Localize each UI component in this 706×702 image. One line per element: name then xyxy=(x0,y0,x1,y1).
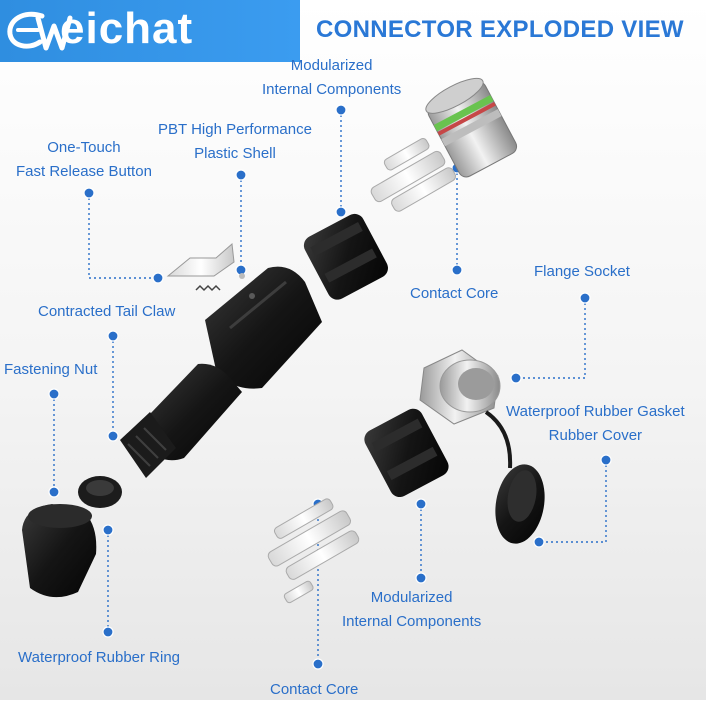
label-modularized-bottom: Modularized Internal Components xyxy=(342,586,481,634)
bottom-black-insert xyxy=(364,408,449,498)
label-line: PBT High Performance xyxy=(158,121,312,138)
tail-claw xyxy=(120,363,242,478)
label-line: One-Touch xyxy=(47,139,121,156)
top-black-insert xyxy=(303,213,388,300)
label-rubber-ring: Waterproof Rubber Ring xyxy=(18,649,181,666)
brand-band: eichat xyxy=(0,0,300,62)
leader-dots xyxy=(48,104,612,670)
label-line: Internal Components xyxy=(342,613,482,630)
label-flange-socket: Flange Socket xyxy=(534,263,630,280)
label-tail-claw: Contracted Tail Claw xyxy=(38,303,176,320)
release-button-parts xyxy=(166,242,245,292)
rubber-ring xyxy=(78,476,122,508)
label-line: Internal Components xyxy=(262,81,402,98)
top-metal-receptacle xyxy=(425,77,518,178)
flange-socket xyxy=(419,349,501,425)
label-line: Rubber Cover xyxy=(548,427,643,444)
leader-lines xyxy=(53,110,607,664)
label-line: Modularized xyxy=(370,589,453,606)
top-contact-pins xyxy=(370,137,457,212)
label-pbt-shell: PBT High Performance Plastic Shell xyxy=(158,118,312,166)
label-line: Plastic Shell xyxy=(194,145,276,162)
page-title: CONNECTOR EXPLODED VIEW xyxy=(316,16,684,43)
label-fastening-nut: Fastening Nut xyxy=(4,361,98,378)
label-line: Modularized xyxy=(290,57,373,74)
fastening-nut xyxy=(22,504,97,598)
brand-logo-icon xyxy=(7,11,45,49)
label-line: Fast Release Button xyxy=(16,163,152,180)
label-one-touch: One-Touch Fast Release Button xyxy=(16,136,152,184)
rubber-cover xyxy=(484,410,545,544)
label-gasket-cover: Waterproof Rubber Gasket Rubber Cover xyxy=(506,400,685,448)
label-line: Waterproof Rubber Gasket xyxy=(506,403,685,420)
brand-w-glyph-icon xyxy=(35,15,73,51)
brand-name: eichat xyxy=(60,4,194,53)
label-modularized-top: Modularized Internal Components xyxy=(262,54,401,102)
label-contact-core-bottom: Contact Core xyxy=(270,681,359,698)
bottom-contact-pins xyxy=(267,498,360,604)
pbt-plastic-shell xyxy=(205,266,322,389)
label-contact-core-top: Contact Core xyxy=(410,285,499,302)
